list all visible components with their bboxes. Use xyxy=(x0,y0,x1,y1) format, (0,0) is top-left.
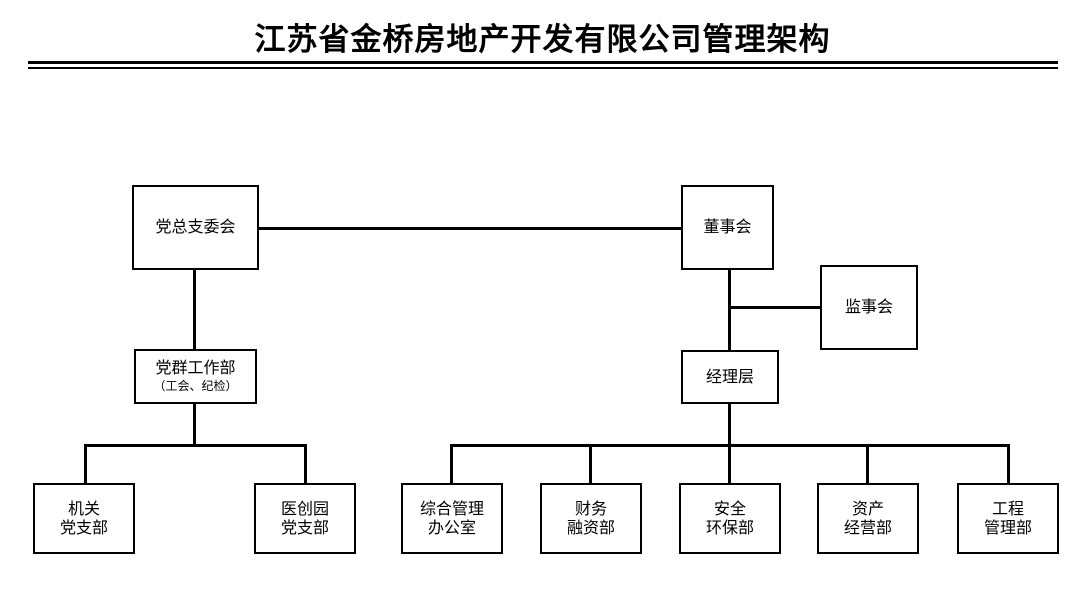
node-label: 经理层 xyxy=(705,366,754,386)
connector-party-bus xyxy=(84,444,307,447)
node-party-committee[interactable]: 党总支委会 xyxy=(132,185,259,270)
node-safety-environment-dept[interactable]: 安全 环保部 xyxy=(679,483,781,554)
connector-board-to-management xyxy=(728,267,731,352)
node-asset-operation-dept[interactable]: 资产 经营部 xyxy=(817,483,919,554)
node-label-line2: 管理部 xyxy=(983,517,1032,537)
node-label-line1: 医创园 xyxy=(280,498,329,518)
node-engineering-management-dept[interactable]: 工程 管理部 xyxy=(957,483,1059,554)
node-board-of-directors[interactable]: 董事会 xyxy=(681,185,774,270)
node-general-admin-office[interactable]: 综合管理 办公室 xyxy=(401,483,503,554)
connector-drop-organ-party-branch xyxy=(84,444,87,484)
node-sublabel: （工会、纪检） xyxy=(153,379,238,394)
connector-party-committee-to-board xyxy=(256,227,683,230)
node-label-line1: 机关 xyxy=(67,498,100,518)
node-yichuangyuan-party-branch[interactable]: 医创园 党支部 xyxy=(254,483,356,554)
connector-management-stem xyxy=(728,402,731,446)
node-label-line2: 党支部 xyxy=(59,517,108,537)
node-management-level[interactable]: 经理层 xyxy=(681,350,779,404)
node-board-of-supervisors[interactable]: 监事会 xyxy=(820,265,918,350)
title-rule-bottom xyxy=(28,67,1058,69)
node-label-line2: 经营部 xyxy=(843,517,892,537)
node-label-line1: 资产 xyxy=(851,498,884,518)
connector-drop-general-admin-office xyxy=(450,444,453,484)
node-label: 党总支委会 xyxy=(155,217,236,237)
connector-drop-safety-environment-dept xyxy=(728,444,731,484)
connector-drop-finance-financing-dept xyxy=(589,444,592,484)
node-label-line1: 安全 xyxy=(713,498,746,518)
node-organ-party-branch[interactable]: 机关 党支部 xyxy=(33,483,135,554)
node-label-line1: 工程 xyxy=(991,498,1024,518)
node-label-line2: 办公室 xyxy=(427,517,476,537)
node-label: 监事会 xyxy=(844,297,893,317)
node-label: 党群工作部 xyxy=(155,358,236,378)
node-party-mass-work-dept[interactable]: 党群工作部 （工会、纪检） xyxy=(134,349,257,404)
node-label-line2: 融资部 xyxy=(566,517,615,537)
connector-drop-asset-operation-dept xyxy=(866,444,869,484)
connector-drop-yichuangyuan-party-branch xyxy=(304,444,307,484)
title-rule-top xyxy=(28,61,1058,64)
connector-party-work-dept-stem xyxy=(193,402,196,446)
node-label-line1: 综合管理 xyxy=(419,498,484,518)
node-finance-financing-dept[interactable]: 财务 融资部 xyxy=(540,483,642,554)
node-label-line2: 党支部 xyxy=(280,517,329,537)
connector-drop-engineering-management-dept xyxy=(1007,444,1010,484)
connector-board-to-supervisors xyxy=(728,306,822,309)
node-label: 董事会 xyxy=(703,217,752,237)
connector-party-committee-to-party-work-dept xyxy=(193,268,196,351)
node-label-line2: 环保部 xyxy=(705,517,754,537)
page-title: 江苏省金桥房地产开发有限公司管理架构 xyxy=(254,22,831,58)
node-label-line1: 财务 xyxy=(574,498,607,518)
